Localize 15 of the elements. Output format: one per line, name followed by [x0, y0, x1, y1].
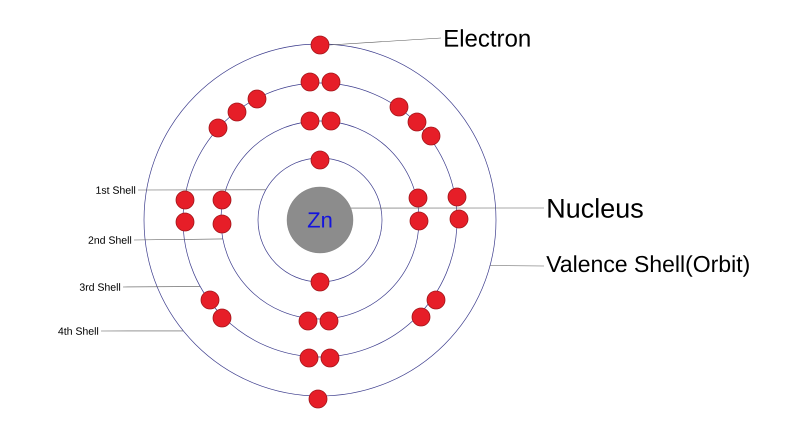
leader-line	[138, 189, 266, 190]
callout-label: Electron	[445, 29, 530, 47]
electron	[308, 390, 328, 408]
leader-line	[122, 286, 200, 288]
callout-label: 1st Shell	[96, 186, 136, 194]
leader-line	[329, 38, 442, 46]
leader-line	[100, 330, 184, 332]
leader-line	[490, 265, 544, 266]
callout-label: 3rd Shell	[80, 283, 120, 291]
leader-line	[134, 238, 223, 240]
electron	[310, 36, 330, 54]
callout-label: Valence Shell(Orbit)	[546, 255, 749, 277]
callout-label: Nucleus	[548, 198, 643, 218]
callout-label: 2nd Shell	[88, 236, 132, 244]
callout-label: 4th Shell	[58, 327, 98, 335]
